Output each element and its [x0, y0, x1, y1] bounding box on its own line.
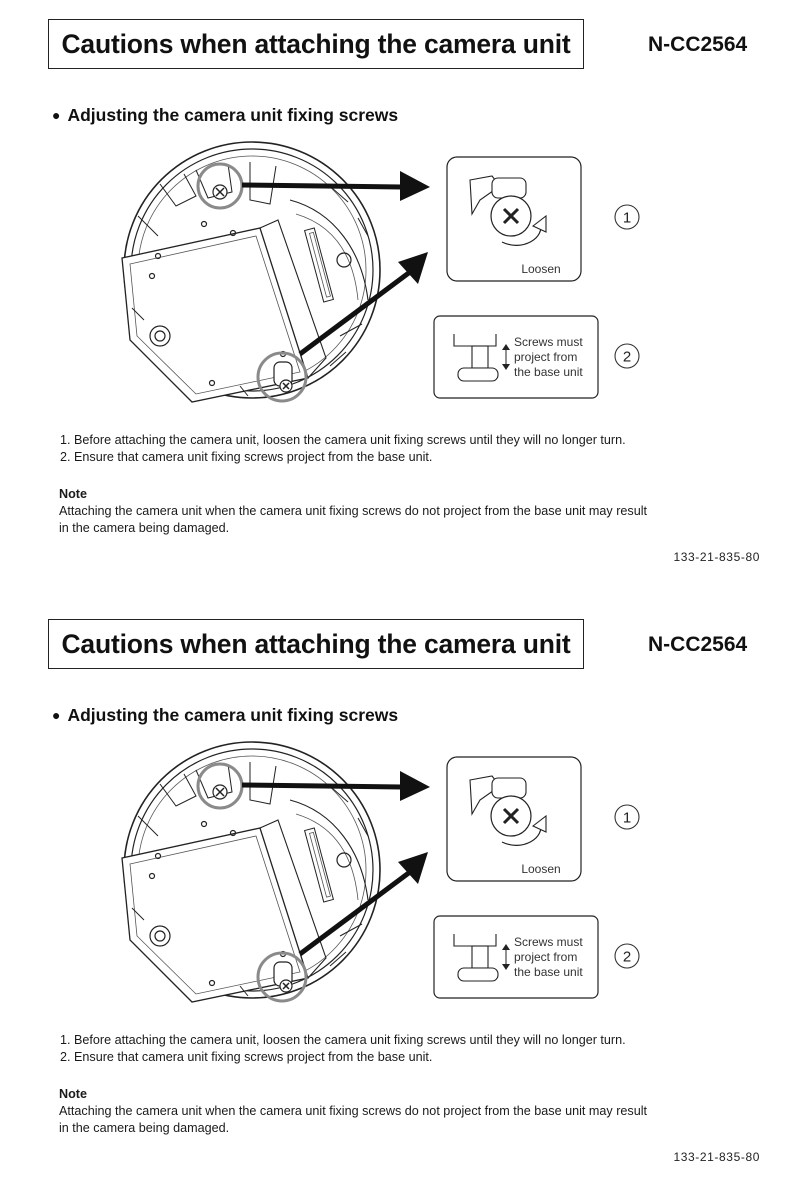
step-item: 1. Before attaching the camera unit, loo…: [60, 1033, 626, 1047]
detail-box-project: [433, 315, 599, 399]
pointer-arrow-top: [241, 771, 430, 801]
project-label-line-2: project from: [514, 950, 577, 964]
detail-box-loosen: [446, 156, 582, 282]
section-heading: ● Adjusting the camera unit fixing screws: [52, 705, 398, 726]
pointer-arrow-top: [241, 171, 430, 201]
note-heading: Note: [59, 487, 87, 501]
instruction-steps: 1. Before attaching the camera unit, loo…: [60, 432, 760, 466]
base-unit-drawing: [121, 141, 381, 403]
detail-box-project: [433, 915, 599, 999]
bullet-icon: ●: [52, 107, 61, 123]
camera-base-illustration: Loosen 1 Screws must project from the ba…: [121, 741, 640, 1003]
loosen-label: Loosen: [521, 262, 560, 276]
page-title: Cautions when attaching the camera unit: [61, 28, 571, 59]
section-heading-text: Adjusting the camera unit fixing screws: [67, 705, 399, 725]
model-number: N-CC2564: [648, 633, 748, 656]
step-badge-1: 1: [614, 204, 640, 230]
project-label-line-3: the base unit: [514, 965, 583, 979]
step-badge-2: 2: [614, 943, 640, 969]
instruction-sheet-2: Cautions when attaching the camera unit …: [0, 600, 808, 1190]
pointer-arrow-bottom: [298, 852, 428, 957]
section-heading-text: Adjusting the camera unit fixing screws: [67, 105, 399, 125]
step-item: 1. Before attaching the camera unit, loo…: [60, 433, 626, 447]
step-badge-1-number: 1: [623, 810, 631, 827]
note-heading: Note: [59, 1087, 87, 1101]
instruction-sheet-1: Cautions when attaching the camera unit …: [0, 0, 808, 590]
project-label-line-1: Screws must: [514, 335, 583, 349]
title-box: Cautions when attaching the camera unit: [48, 19, 584, 69]
step-badge-2-number: 2: [623, 349, 631, 366]
step-item: 2. Ensure that camera unit fixing screws…: [60, 450, 433, 464]
base-unit-drawing: [121, 741, 381, 1003]
pointer-arrow-bottom: [298, 252, 428, 357]
note-text: Attaching the camera unit when the camer…: [59, 504, 648, 535]
note-text: Attaching the camera unit when the camer…: [59, 1104, 648, 1135]
document-number: 133-21-835-80: [673, 550, 760, 564]
screw-highlight-bottom: [256, 951, 308, 1003]
detail-box-loosen: [446, 756, 582, 882]
step-item: 2. Ensure that camera unit fixing screws…: [60, 1050, 433, 1064]
camera-base-illustration: Loosen 1 Screws must project from the ba…: [121, 141, 640, 403]
section-heading: ● Adjusting the camera unit fixing screws: [52, 105, 398, 126]
instruction-steps: 1. Before attaching the camera unit, loo…: [60, 1032, 760, 1066]
page-title: Cautions when attaching the camera unit: [61, 628, 571, 659]
model-number: N-CC2564: [648, 33, 748, 56]
step-badge-2-number: 2: [623, 949, 631, 966]
step-badge-1-number: 1: [623, 210, 631, 227]
bullet-icon: ●: [52, 707, 61, 723]
document-number: 133-21-835-80: [673, 1150, 760, 1164]
project-label-line-3: the base unit: [514, 365, 583, 379]
step-badge-2: 2: [614, 343, 640, 369]
screw-highlight-bottom: [256, 351, 308, 403]
step-badge-1: 1: [614, 804, 640, 830]
project-label-line-1: Screws must: [514, 935, 583, 949]
project-label-line-2: project from: [514, 350, 577, 364]
loosen-label: Loosen: [521, 862, 560, 876]
title-box: Cautions when attaching the camera unit: [48, 619, 584, 669]
